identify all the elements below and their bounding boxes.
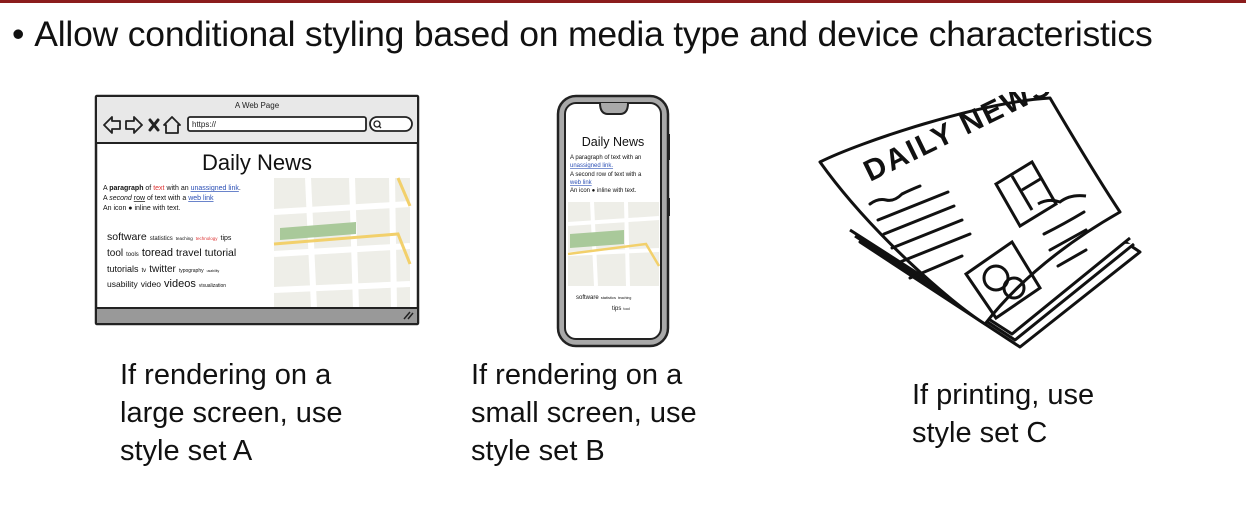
svg-text:A paragraph of text with an un: A paragraph of text with an unassigned l… <box>103 185 241 192</box>
unassigned-link[interactable]: unassigned link <box>191 185 240 192</box>
newspaper-photo-box <box>993 159 1059 229</box>
home-icon[interactable] <box>163 116 181 134</box>
resize-grip-icon[interactable] <box>403 311 414 320</box>
svg-text:An icon ● inline with text.: An icon ● inline with text. <box>103 205 180 212</box>
caption-large-screen: If rendering on a large screen, use styl… <box>120 359 343 467</box>
url-text: https:// <box>192 120 217 129</box>
search-box[interactable] <box>369 116 413 132</box>
search-icon <box>373 120 382 129</box>
bullet-marker: • <box>12 14 25 54</box>
svg-text:An icon ● inline with text.: An icon ● inline with text. <box>570 188 637 194</box>
stop-x-icon[interactable] <box>148 118 160 132</box>
slide-top-rule <box>0 0 1246 3</box>
browser-wireframe: A Web Page https:// Daily News A paragra… <box>94 94 420 326</box>
web-link[interactable]: web link <box>187 195 214 202</box>
browser-paragraph: A paragraph of text with an unassigned l… <box>103 185 241 212</box>
map-image <box>273 177 412 309</box>
svg-text:A second row of text with a we: A second row of text with a web link <box>103 195 214 202</box>
phone-paragraph: A paragraph of text with an unassigned l… <box>569 155 642 194</box>
newspaper-sketch: DAILY NEWS <box>818 92 1142 349</box>
phone-unassigned-link[interactable]: unassigned link. <box>570 163 613 169</box>
forward-arrow-icon[interactable] <box>125 116 143 134</box>
svg-text:A paragraph of text with an: A paragraph of text with an <box>570 155 641 161</box>
phone-web-link[interactable]: web link <box>569 180 593 186</box>
phone-wireframe: Daily News A paragraph of text with an u… <box>556 94 670 348</box>
svg-text:A second row of text with a: A second row of text with a <box>570 172 642 178</box>
back-arrow-icon[interactable] <box>103 116 121 134</box>
bullet-point: •Allow conditional styling based on medi… <box>12 14 1153 55</box>
window-title: A Web Page <box>235 101 280 110</box>
newspaper-text-lines <box>868 184 1088 280</box>
caption-small-screen: If rendering on a small screen, use styl… <box>471 359 697 467</box>
newspaper-illustration <box>963 239 1043 321</box>
phone-headline: Daily News <box>582 135 645 149</box>
phone-map-image <box>567 201 661 287</box>
caption-print: If printing, use style set C <box>912 379 1095 449</box>
bullet-text: Allow conditional styling based on media… <box>34 14 1153 54</box>
browser-headline: Daily News <box>202 150 312 175</box>
url-bar[interactable] <box>187 116 367 132</box>
